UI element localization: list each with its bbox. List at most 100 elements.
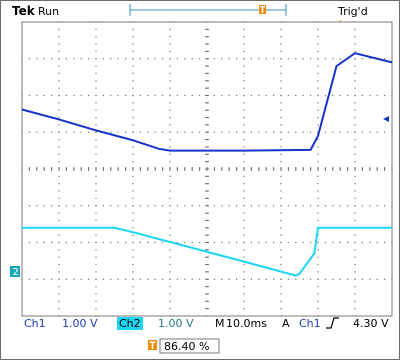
grid-dot bbox=[317, 65, 319, 67]
grid-dot bbox=[58, 234, 60, 236]
grid-dot bbox=[317, 241, 319, 244]
grid-dot bbox=[132, 205, 134, 207]
grid-dot bbox=[36, 241, 38, 244]
grid-dot bbox=[280, 36, 282, 38]
grid-dot bbox=[88, 241, 90, 244]
trigger-level-arrow-icon[interactable] bbox=[383, 116, 389, 122]
grid-dot bbox=[354, 36, 356, 38]
grid-dot bbox=[132, 249, 134, 251]
grid-dot bbox=[369, 241, 371, 244]
grid-dot bbox=[332, 58, 334, 60]
grid-dot bbox=[280, 308, 282, 310]
grid-dot bbox=[243, 219, 245, 222]
grid-dot bbox=[58, 124, 60, 126]
grid-dot bbox=[132, 227, 134, 229]
grid-dot bbox=[95, 116, 97, 119]
grid-dot bbox=[354, 219, 356, 222]
grid-dot bbox=[95, 58, 97, 60]
grid-dot bbox=[184, 241, 186, 244]
grid-dot bbox=[280, 175, 282, 177]
grid-dot bbox=[295, 58, 297, 60]
grid-dot bbox=[347, 278, 349, 280]
grid-dot bbox=[354, 65, 356, 67]
grid-dot bbox=[228, 205, 230, 207]
grid-dot bbox=[125, 131, 127, 133]
grid-dot bbox=[110, 241, 112, 244]
grid-dot bbox=[80, 94, 82, 97]
grid-dot bbox=[80, 278, 82, 280]
grid-dot bbox=[169, 249, 171, 251]
grid-dot bbox=[58, 80, 60, 82]
ch2-ground-marker[interactable]: 2 bbox=[10, 266, 20, 278]
grid-dot bbox=[384, 58, 386, 60]
grid-dot bbox=[139, 241, 141, 244]
grid-dot bbox=[243, 197, 245, 199]
grid-dot bbox=[221, 94, 223, 97]
grid-dot bbox=[273, 58, 275, 60]
grid-dot bbox=[88, 205, 90, 207]
grid-dot bbox=[95, 28, 97, 30]
grid-dot bbox=[391, 58, 393, 60]
ch2-trace bbox=[22, 226, 392, 277]
grid-dot bbox=[354, 124, 356, 126]
grid-dot bbox=[310, 241, 312, 244]
grid-dot bbox=[169, 197, 171, 199]
grid-dot bbox=[280, 249, 282, 251]
grid-dot bbox=[354, 286, 356, 288]
grid-dot bbox=[250, 131, 252, 133]
grid-dot bbox=[213, 278, 215, 280]
grid-dot bbox=[169, 263, 171, 266]
grid-dot bbox=[213, 205, 215, 207]
grid-dot bbox=[280, 124, 282, 126]
grid-dot bbox=[280, 28, 282, 30]
grid-dot bbox=[347, 241, 349, 244]
grid-dot bbox=[132, 212, 134, 214]
grid-dot bbox=[58, 109, 60, 111]
grid-dot bbox=[354, 263, 356, 266]
grid-dot bbox=[302, 131, 304, 133]
grid-dot bbox=[280, 72, 282, 75]
grid-dot bbox=[354, 256, 356, 258]
grid-dot bbox=[132, 286, 134, 288]
grid-dot bbox=[376, 205, 378, 207]
grid-dot bbox=[132, 175, 134, 177]
grid-dot bbox=[58, 94, 60, 97]
grid-dot bbox=[176, 278, 178, 280]
grid-dot bbox=[176, 241, 178, 244]
grid-dot bbox=[295, 205, 297, 207]
grid-dot bbox=[347, 205, 349, 207]
grid-dot bbox=[36, 278, 38, 280]
grid-dot bbox=[280, 102, 282, 104]
grid-dot bbox=[132, 124, 134, 126]
grid-dot bbox=[58, 286, 60, 288]
grid-dot bbox=[302, 241, 304, 244]
grid-dot bbox=[132, 161, 134, 163]
grid-dot bbox=[199, 278, 201, 280]
grid-dot bbox=[391, 131, 393, 133]
grid-dot bbox=[280, 161, 282, 163]
grid-dot bbox=[221, 131, 223, 133]
grid-dot bbox=[295, 94, 297, 97]
grid-dot bbox=[273, 131, 275, 133]
grid-dot bbox=[317, 109, 319, 111]
grid-dot bbox=[80, 131, 82, 133]
grid-dot bbox=[317, 50, 319, 52]
grid-dot bbox=[95, 72, 97, 75]
grid-dot bbox=[184, 58, 186, 60]
grid-dot bbox=[191, 94, 193, 97]
grid-dot bbox=[58, 175, 60, 177]
grid-dot bbox=[317, 102, 319, 104]
grid-dot bbox=[273, 241, 275, 244]
grid-dot bbox=[250, 278, 252, 280]
grid-dot bbox=[147, 94, 149, 97]
grid-dot bbox=[339, 205, 341, 207]
grid-dot bbox=[354, 28, 356, 30]
grid-dot bbox=[317, 190, 319, 192]
grid-dot bbox=[117, 94, 119, 97]
grid-dot bbox=[384, 94, 386, 97]
grid-dot bbox=[95, 124, 97, 126]
grid-dot bbox=[317, 300, 319, 302]
grid-dot bbox=[317, 36, 319, 38]
grid-dot bbox=[354, 58, 356, 60]
grid-dot bbox=[243, 190, 245, 192]
